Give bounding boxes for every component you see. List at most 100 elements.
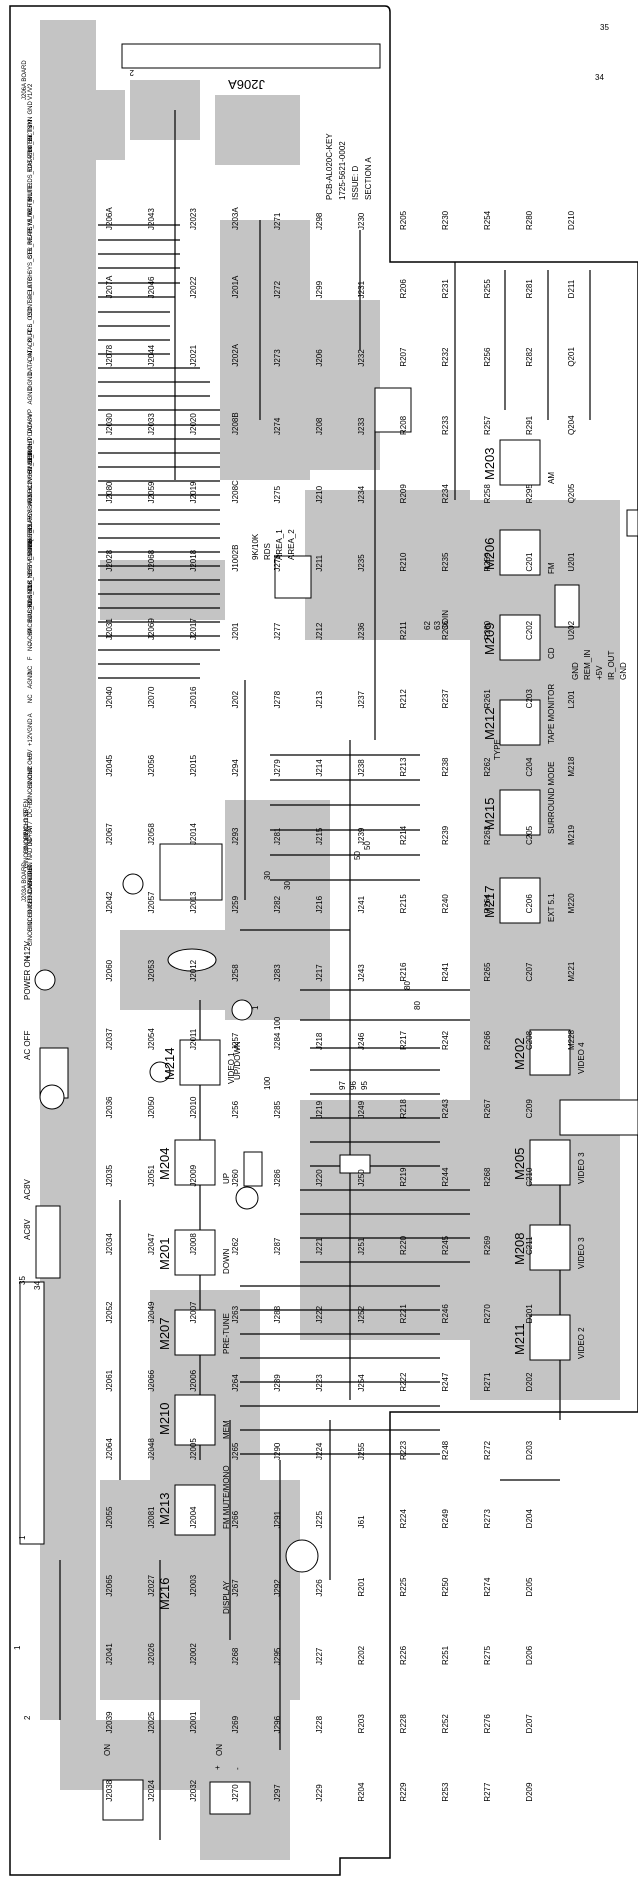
part-ref: J202A (231, 343, 240, 366)
part-ref: J2069 (147, 618, 156, 640)
switch-id: M207 (157, 1317, 172, 1350)
part-ref: J292 (273, 1579, 282, 1597)
corner-number: 1 (18, 1535, 27, 1540)
part-ref: J207A (105, 275, 114, 298)
part-ref: J293 (231, 827, 240, 845)
part-ref: J228 (315, 1715, 324, 1733)
pin-label-bottom: NAD INP (28, 836, 34, 860)
board-label-bottom: J203A BOARD (22, 862, 28, 902)
corner-number: 80 (403, 981, 412, 990)
switch-id: M215 (482, 797, 497, 830)
part-ref: Q201 (567, 347, 576, 367)
pin-label-bottom: AGND (28, 671, 34, 689)
pin-label-bottom: NC (28, 694, 34, 703)
part-ref: R202 (357, 1645, 366, 1665)
pin-label-top: DGND (28, 372, 34, 390)
part-ref: J266 (231, 1510, 240, 1528)
pin-label-top: VCR_MUTE (28, 183, 34, 216)
part-ref: J2035 (105, 1164, 114, 1186)
pin-label-top: CTR_MUTE (28, 227, 34, 260)
switch-id: M217 (482, 885, 497, 918)
part-ref: J296 (273, 1715, 282, 1733)
part-ref: M228 (567, 1029, 576, 1050)
pin-label-bottom: CINCH3 OPEN (28, 862, 34, 903)
svg-text:SECTION A: SECTION A (364, 157, 373, 200)
part-ref: J219 (315, 1100, 324, 1118)
part-ref: J297 (273, 1784, 282, 1802)
part-ref: R247 (441, 1372, 450, 1392)
part-ref: J2016 (189, 686, 198, 708)
part-ref: J287 (273, 1237, 282, 1255)
pin-label-top: CK_PLL (28, 323, 34, 346)
part-ref: J217 (315, 964, 324, 982)
part-ref: R222 (399, 1372, 408, 1392)
part-ref: D207 (525, 1714, 534, 1734)
switch-caption: MEM (222, 1420, 231, 1439)
part-ref: C209 (525, 1099, 534, 1119)
pin-label-top: H_P (28, 436, 34, 448)
part-ref: R243 (441, 1099, 450, 1119)
part-ref: D205 (525, 1577, 534, 1597)
corner-number: 34 (33, 1281, 42, 1290)
part-ref: J263 (231, 1305, 240, 1323)
part-ref: J61 (357, 1515, 366, 1528)
j206a-label: J206A (228, 77, 265, 92)
part-ref: J1002B (231, 545, 240, 572)
pin-label-bottom: A (28, 713, 34, 717)
part-ref: J271 (273, 212, 282, 230)
switch-caption: PRE-TUNE (222, 1313, 231, 1354)
part-ref: R255 (483, 279, 492, 299)
part-ref: J2049 (147, 1301, 156, 1323)
part-ref: R256 (483, 347, 492, 367)
pin-label-bottom: DC+8V (28, 798, 34, 818)
part-ref: R229 (399, 1782, 408, 1802)
pin-label-top: -VP (28, 409, 34, 419)
pin-label-bottom: +12V (28, 732, 34, 746)
pin-label-top: SYS_SEL (28, 247, 34, 274)
misc-label: 80 (413, 1001, 422, 1010)
part-ref: R206 (399, 279, 408, 299)
part-ref: M221 (567, 961, 576, 982)
pin-label-bottom: +5V (28, 749, 34, 760)
pin-label-bottom: AC8V (28, 616, 34, 632)
part-ref: J2044 (147, 344, 156, 366)
part-ref: R252 (441, 1714, 450, 1734)
part-ref: J232 (357, 349, 366, 367)
part-ref: J214 (315, 759, 324, 777)
part-ref: J211 (315, 554, 324, 571)
part-ref: J2068 (147, 549, 156, 571)
switch-id: M201 (157, 1237, 172, 1270)
pin-label-top: CS_OSD (28, 307, 34, 332)
part-ref: R269 (483, 1235, 492, 1255)
pin-label-top: RELAY (28, 516, 34, 535)
pin-label-top: DATA_OUT (28, 330, 34, 361)
switch-caption: EXT 5.1 (547, 893, 556, 922)
board-outline (9, 5, 638, 1876)
part-ref: R217 (399, 1030, 408, 1050)
edge-label: CINCH3 OPEN (24, 827, 30, 868)
pin-label-bottom: CINCH1 DATA (28, 421, 34, 460)
pin-label-bottom: CSBIN SEL (28, 485, 34, 517)
part-ref: R254 (483, 210, 492, 230)
misc-label: ON (215, 1744, 224, 1756)
pin-label-top: GND (28, 101, 34, 115)
misc-label: +5V (595, 665, 604, 680)
part-ref: J2052 (105, 1301, 114, 1323)
part-ref: J2030 (105, 413, 114, 435)
part-ref: D209 (525, 1782, 534, 1802)
part-ref: R239 (441, 825, 450, 845)
part-ref: C207 (525, 962, 534, 982)
part-ref: C203 (525, 689, 534, 709)
part-ref: J2055 (105, 1506, 114, 1528)
part-ref: J2041 (105, 1643, 114, 1665)
corner-number: 2 (23, 1715, 32, 1720)
part-ref: J231 (357, 280, 366, 298)
pin-label-top: +5V_SEN (28, 450, 34, 477)
corner-number: 35 (600, 23, 609, 32)
part-ref: J224 (315, 1442, 324, 1460)
part-ref: J235 (357, 554, 366, 572)
part-ref: R275 (483, 1645, 492, 1665)
bus-traces (98, 224, 220, 679)
part-ref: J2008 (189, 1233, 198, 1255)
part-ref: J2060 (105, 959, 114, 981)
